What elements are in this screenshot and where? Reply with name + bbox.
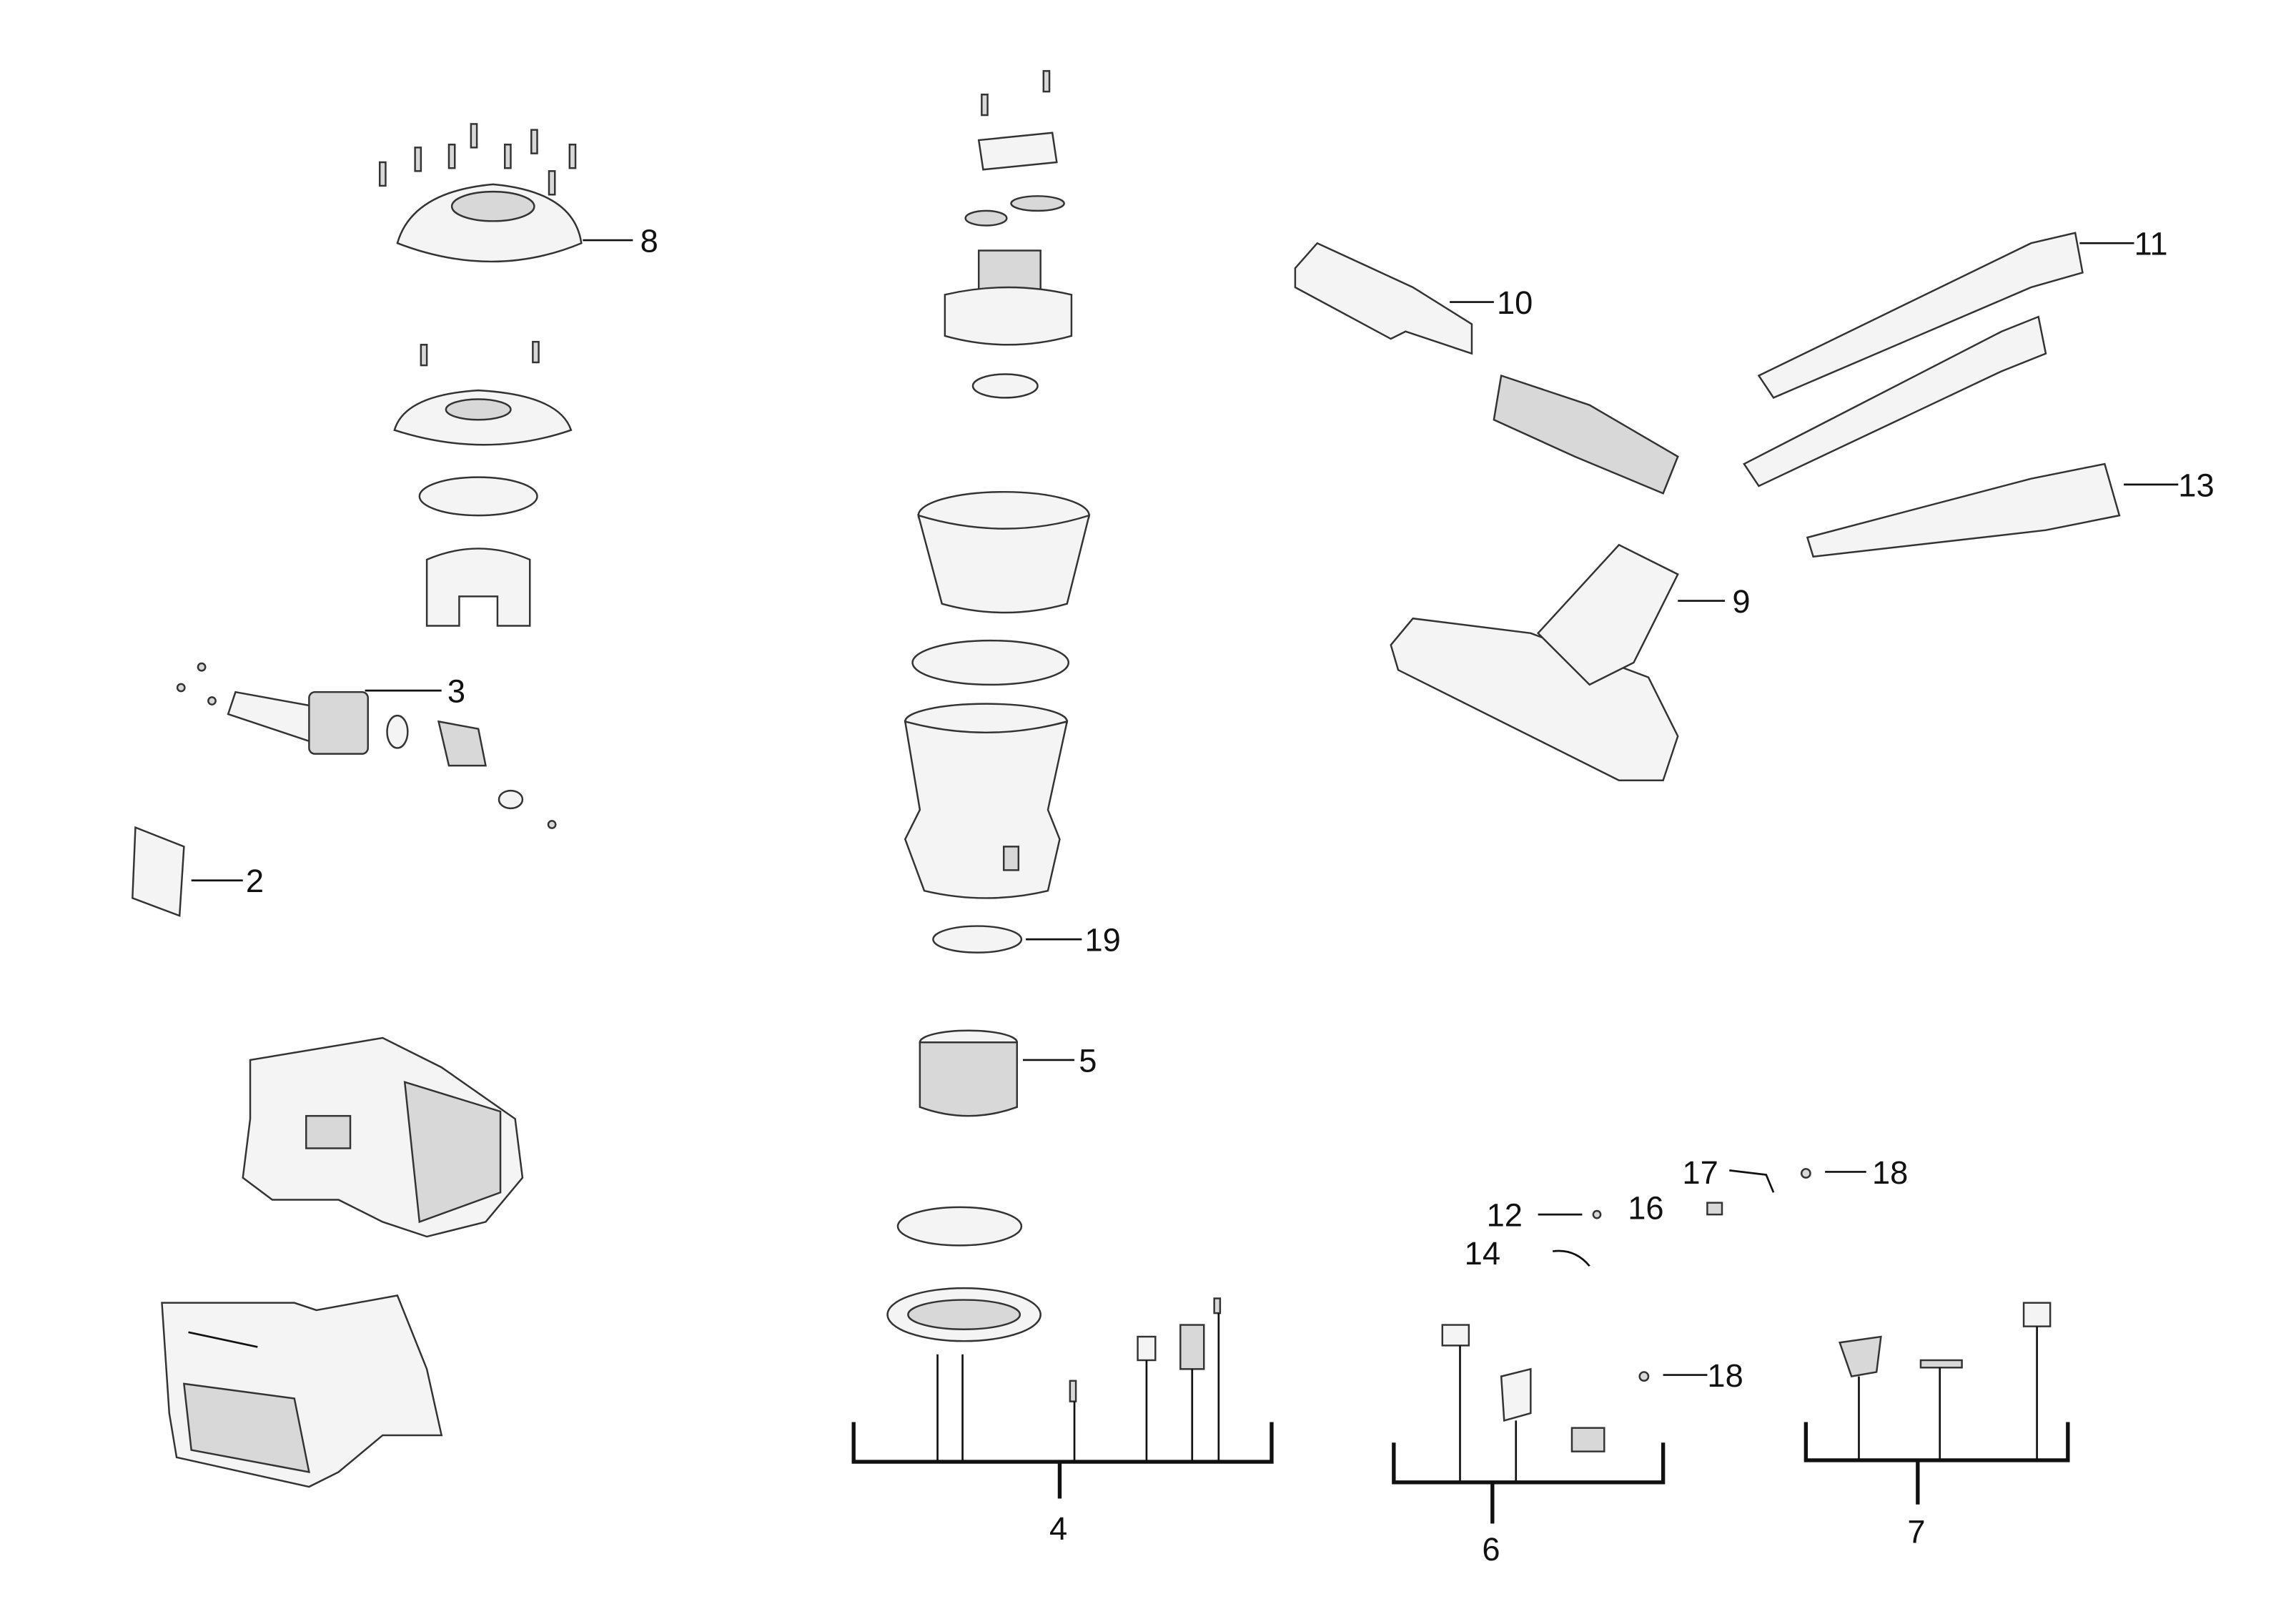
callout-8: 8 [640, 223, 658, 259]
part-8-motor-cover [396, 183, 583, 263]
callout-6: 6 [1482, 1531, 1500, 1568]
part-9-floor-tool [1390, 543, 1679, 781]
part-housing-half-right [242, 1036, 524, 1238]
callout-14: 14 [1465, 1235, 1500, 1272]
callout-18-top: 18 [1872, 1154, 1908, 1191]
callout-9: 9 [1732, 583, 1750, 620]
part-small-hardware [1553, 1168, 1811, 1382]
part-19-gasket [932, 925, 1023, 954]
part-11-extension-wands [1743, 232, 2084, 487]
callout-16: 16 [1628, 1189, 1663, 1226]
part-housing-half-left-milwaukee [161, 1294, 443, 1488]
callout-13: 13 [2178, 467, 2214, 503]
part-10-hose [1294, 242, 1679, 495]
part-6-group [1441, 1324, 1605, 1452]
part-screws-top [378, 123, 577, 196]
callout-18-bottom: 18 [1707, 1357, 1743, 1394]
callout-7: 7 [1907, 1513, 1925, 1550]
callout-19: 19 [1084, 922, 1120, 959]
part-2-label [132, 826, 185, 917]
part-canister [904, 703, 1069, 899]
callout-10: 10 [1497, 284, 1533, 321]
callout-12: 12 [1487, 1197, 1523, 1234]
part-5-filter [919, 1029, 1018, 1117]
part-motor-assembly [944, 70, 1073, 399]
callout-3: 3 [447, 673, 465, 710]
part-7-group [1839, 1302, 2052, 1378]
callout-2: 2 [246, 863, 264, 899]
callout-17: 17 [1682, 1154, 1718, 1191]
part-canister-top [911, 490, 1091, 686]
callout-4: 4 [1049, 1510, 1067, 1547]
part-3-nozzle-assembly [176, 662, 557, 829]
part-4-group [886, 1206, 1222, 1402]
part-plate [393, 340, 573, 627]
part-13-crevice-tool [1806, 462, 2121, 558]
callout-11: 11 [2134, 226, 2168, 262]
callout-5: 5 [1079, 1042, 1097, 1079]
